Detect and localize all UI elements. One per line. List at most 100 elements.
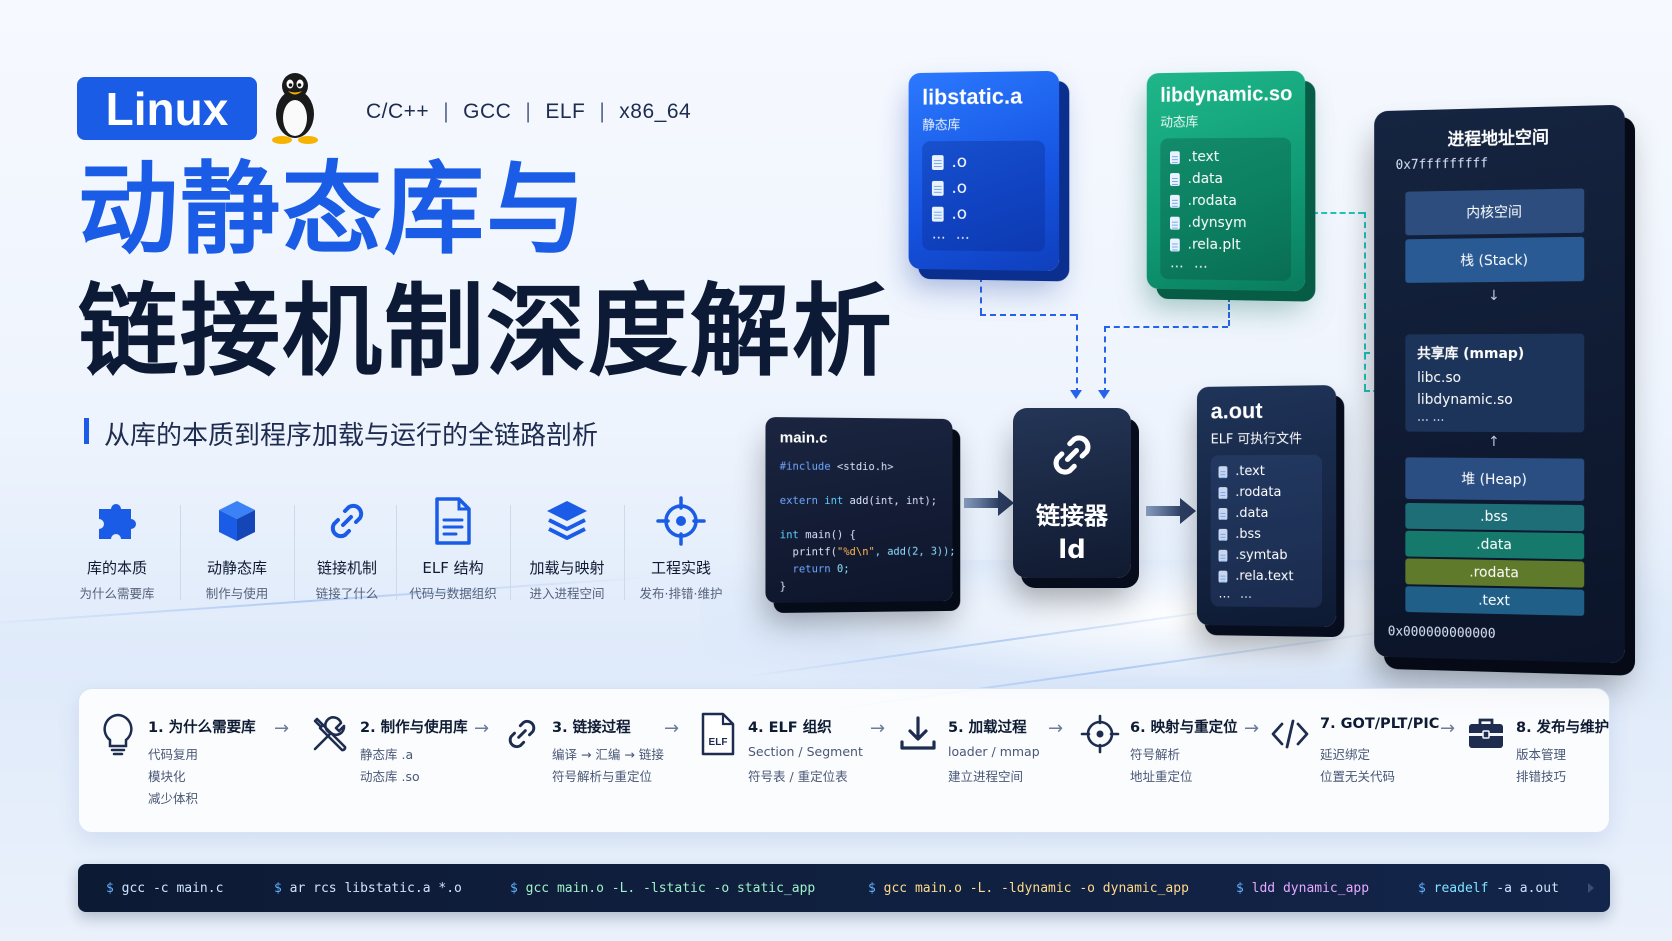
code-token: int [824, 494, 844, 507]
terminal-bar [78, 864, 1610, 912]
file-icon [1170, 172, 1180, 186]
file-icon [1218, 570, 1228, 583]
mmap-item: … … [1417, 409, 1445, 424]
executable-card: a.out ELF 可执行文件 .text .rodata .data .bss… [1196, 385, 1337, 627]
segment-mmap: 共享库 (mmap) libc.so libdynamic.so … … [1405, 333, 1585, 433]
terminal-command: $ gcc main.o -L. -lstatic -o static_app [510, 881, 815, 896]
linux-badge: Linux [77, 77, 257, 140]
source-file-card: main.c #include <stdio.h> extern int add… [765, 416, 955, 604]
arrow-up-icon: ↑ [1488, 433, 1500, 451]
step-line: 延迟绑定 [1320, 747, 1371, 762]
feature-divider [294, 505, 295, 600]
elf-file-icon: ELF [701, 712, 735, 756]
step-4: ELF 4. ELF 组织 Section / Segment 符号表 / 重定… [696, 700, 866, 820]
scroll-right-icon [1588, 883, 1594, 893]
tech-tags: C/C++|GCC|ELF|x86_64 [366, 100, 691, 124]
list-item: .rela.plt [1170, 234, 1281, 257]
feature-title: 动静态库 [206, 559, 267, 577]
dynamic-lib-title: libdynamic.so [1160, 82, 1293, 107]
code-token: extern [779, 494, 818, 507]
code-token: "%d\n" [836, 545, 875, 559]
section-label: .text [1187, 149, 1220, 166]
segment-text: .text [1405, 586, 1585, 616]
step-title: 4. ELF 组织 [748, 720, 832, 736]
code-token: <stdio.h> [830, 460, 894, 474]
tag-x86-64: x86_64 [619, 100, 692, 123]
terminal-command: $ ar rcs libstatic.a *.o [274, 881, 462, 896]
step-title: 7. GOT/PLT/PIC [1320, 716, 1440, 732]
feature-divider [180, 505, 181, 600]
step-title: 3. 链接过程 [552, 720, 631, 736]
code-token: , add(2, 3)); [874, 545, 956, 558]
list-item: .dynsym [1170, 212, 1281, 235]
flow-arrow-head [998, 490, 1014, 516]
code-token: 0; [830, 563, 850, 576]
list-item: .o [931, 201, 1035, 228]
more-ellipsis: … … [931, 226, 973, 243]
mmap-item: libdynamic.so [1417, 391, 1513, 409]
executable-title: a.out [1210, 398, 1263, 424]
step-line: 建立进程空间 [948, 769, 1024, 784]
section-label: .data [1187, 171, 1224, 187]
code-token: add(int, int); [843, 494, 937, 508]
prompt: $ [868, 881, 876, 896]
segment-stack: 栈 (Stack) [1405, 236, 1585, 283]
prompt: $ [510, 881, 518, 896]
list-item: .rodata [1218, 482, 1314, 503]
linker-card: 链接器 ld [1013, 408, 1131, 578]
section-label: .rela.text [1235, 568, 1294, 585]
more-ellipsis: … … [1218, 586, 1255, 601]
file-icon [1170, 194, 1180, 208]
feature-title: 库的本质 [86, 559, 147, 577]
step-line: 动态库 .so [360, 769, 420, 784]
step-line: 符号表 / 重定位表 [748, 769, 848, 784]
file-icon [1218, 507, 1228, 520]
file-icon [1170, 150, 1180, 164]
process-address-space: 进程地址空间 0x7fffffffff 内核空间 栈 (Stack) ↓ 共享库… [1374, 104, 1625, 664]
command-text: dynamic_app [1282, 881, 1370, 896]
static-lib-contents: .o .o .o … … [922, 140, 1045, 252]
feature-sub: 为什么需要库 [79, 586, 155, 601]
step-line: 符号解析 [1130, 747, 1181, 762]
section-label: .dynsym [1187, 214, 1247, 232]
step-line: 模块化 [148, 769, 186, 784]
tag-separator: | [443, 100, 450, 123]
dynamic-library-card: libdynamic.so 动态库 .text .data .rodata .d… [1146, 70, 1306, 292]
connector-static-down [980, 276, 982, 314]
process-title: 进程地址空间 [1447, 127, 1549, 151]
file-icon [1218, 465, 1228, 478]
list-item: .o [931, 149, 1035, 175]
step-arrow-icon: → [1440, 718, 1456, 739]
address-low: 0x000000000000 [1387, 624, 1496, 642]
section-label: .text [1235, 464, 1265, 480]
command-text: -a a.out [1496, 881, 1559, 896]
connector-mmap-v [1364, 212, 1366, 390]
flow-arrow-shaft [964, 498, 1000, 508]
terminal-command: $ gcc main.o -L. -ldynamic -o dynamic_ap… [868, 881, 1189, 896]
connector-dynamic-to-mmap [1312, 212, 1364, 214]
connector-static-h [980, 314, 1076, 316]
file-icon [931, 154, 944, 170]
feature-elf-structure: ELF 结构 代码与数据组织 [396, 495, 510, 605]
step-line: 编译 → 汇编 → 链接 [552, 747, 664, 762]
step-line: 位置无关代码 [1320, 769, 1396, 784]
step-arrow-icon: → [664, 718, 680, 739]
file-icon [931, 206, 944, 222]
step-line: 减少体积 [148, 791, 199, 806]
segment-heap: 堆 (Heap) [1405, 457, 1585, 501]
step-arrow-icon: → [474, 718, 490, 739]
steps-panel [78, 688, 1610, 833]
step-line: 版本管理 [1516, 747, 1567, 762]
cube-icon [219, 501, 255, 541]
subtitle-accent-bar [84, 418, 89, 444]
file-icon [1170, 216, 1180, 230]
feature-link-mechanism: 链接机制 链接了什么 [290, 495, 404, 605]
list-item: .symtab [1218, 545, 1314, 567]
arrow-down-icon: ↓ [1488, 287, 1500, 305]
prompt: $ [274, 881, 282, 896]
linker-title: 链接器 [1036, 502, 1108, 530]
feature-engineering: 工程实践 发布·排错·维护 [624, 495, 738, 605]
step-title: 2. 制作与使用库 [360, 720, 468, 736]
arrowhead-down [1098, 390, 1110, 399]
command-text: ldd [1251, 881, 1276, 896]
